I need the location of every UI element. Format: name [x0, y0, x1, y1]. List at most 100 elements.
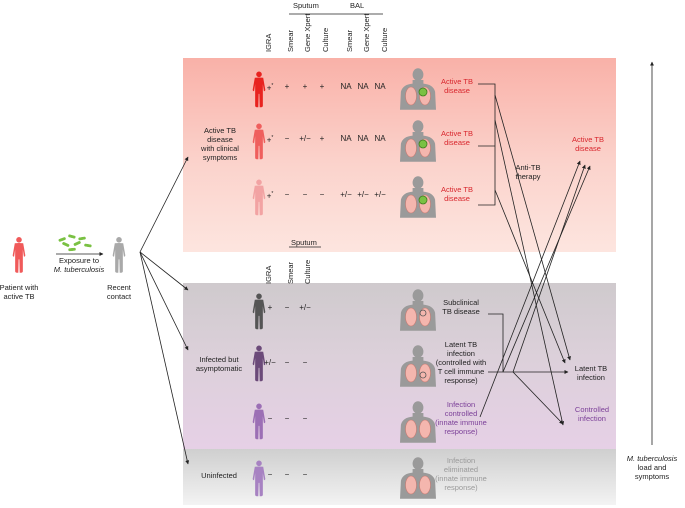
igra-symbol: +: [266, 191, 272, 201]
contact-figure: [112, 237, 126, 273]
test-value: +: [319, 82, 325, 91]
test-value: +/−: [374, 190, 386, 199]
test-value: NA: [374, 82, 386, 91]
igra-value: +*: [267, 82, 274, 93]
igra-value: +*: [267, 134, 274, 145]
state-label-line: Active TB: [441, 77, 473, 86]
test-value: +/−: [357, 190, 369, 199]
state-label-line: response): [444, 427, 478, 436]
igra-value: −: [268, 414, 273, 423]
test-value: −: [302, 414, 308, 423]
state-label-line: controlled: [444, 409, 478, 418]
torso-lung-icons: [400, 68, 436, 499]
test-value: −: [302, 470, 308, 479]
torso-icon: [400, 401, 436, 443]
column-header: Gene Xpert: [303, 13, 312, 52]
column-header: Culture: [321, 27, 330, 52]
torso-icon: [400, 289, 436, 331]
test-value: +/−: [299, 134, 311, 143]
sputum-header: Sputum: [293, 1, 319, 10]
igra-symbol: −: [267, 470, 273, 479]
test-value: −: [284, 414, 290, 423]
test-value: −: [284, 134, 290, 143]
column-header: Gene Xpert: [362, 13, 371, 52]
state-label-line: Active TB: [441, 185, 473, 194]
igra-symbol: +/−: [264, 358, 276, 367]
state-label-line: disease: [444, 194, 470, 203]
igra-symbol: +: [267, 303, 273, 312]
column-header: IGRA: [264, 33, 273, 52]
igra-footnote-mark: *: [271, 191, 274, 197]
state-label-line: TB disease: [442, 307, 480, 316]
test-value: +: [302, 82, 308, 91]
test-value: −: [284, 470, 290, 479]
state-label-line: Subclinical: [443, 298, 479, 307]
state-label-line: T cell immune: [437, 366, 485, 376]
state-label-line: Latent TB: [444, 339, 478, 349]
state-label-line: (innate immune: [435, 418, 487, 427]
test-value: +/−: [340, 190, 352, 199]
column-header: IGRA: [264, 265, 273, 284]
test-value: NA: [340, 134, 352, 143]
column-header: Smear: [286, 29, 295, 52]
test-value: −: [284, 303, 290, 312]
patient-figure: [12, 237, 26, 273]
bacteria-cluster: [58, 234, 92, 252]
test-value: +: [319, 134, 325, 143]
igra-value: +: [268, 303, 273, 312]
igra-footnote-mark: *: [271, 83, 274, 89]
test-value: −: [284, 190, 290, 199]
sputum-header-mid: Sputum: [291, 238, 317, 247]
column-header: Smear: [345, 29, 354, 52]
bal-header: BAL: [350, 1, 365, 10]
uninfected-group-label: Uninfected: [201, 471, 237, 480]
test-value: NA: [340, 82, 352, 91]
column-header: Culture: [380, 27, 389, 52]
state-label-line: Active TB: [441, 129, 473, 138]
state-label-line: (innate immune: [435, 474, 487, 483]
test-value: −: [319, 190, 325, 199]
igra-value: +/−: [264, 358, 276, 367]
contact-arrows: [139, 156, 190, 465]
torso-icon: [400, 345, 436, 387]
test-value: −: [302, 358, 308, 367]
igra-symbol: −: [267, 414, 273, 423]
igra-symbol: +: [266, 83, 272, 93]
state-label-line: disease: [444, 138, 470, 147]
test-value: −: [302, 190, 308, 199]
igra-value: +*: [267, 190, 274, 201]
outcome-connectors: [478, 83, 591, 426]
test-value: −: [284, 358, 290, 367]
torso-icon: [400, 176, 436, 218]
test-value: NA: [357, 82, 369, 91]
test-value: +/−: [299, 303, 311, 312]
torso-icon: [400, 120, 436, 162]
state-label-line: Infection: [446, 400, 476, 409]
column-header: Smear: [286, 261, 295, 284]
igra-footnote-mark: *: [271, 135, 274, 141]
test-value: +: [284, 82, 290, 91]
state-label-line: eliminated: [443, 465, 479, 474]
state-label-line: response): [444, 375, 478, 385]
state-label-line: Infection: [446, 456, 476, 465]
state-label-line: disease: [444, 86, 470, 95]
state-label-line: (controlled with: [435, 357, 487, 367]
test-value: NA: [357, 134, 369, 143]
